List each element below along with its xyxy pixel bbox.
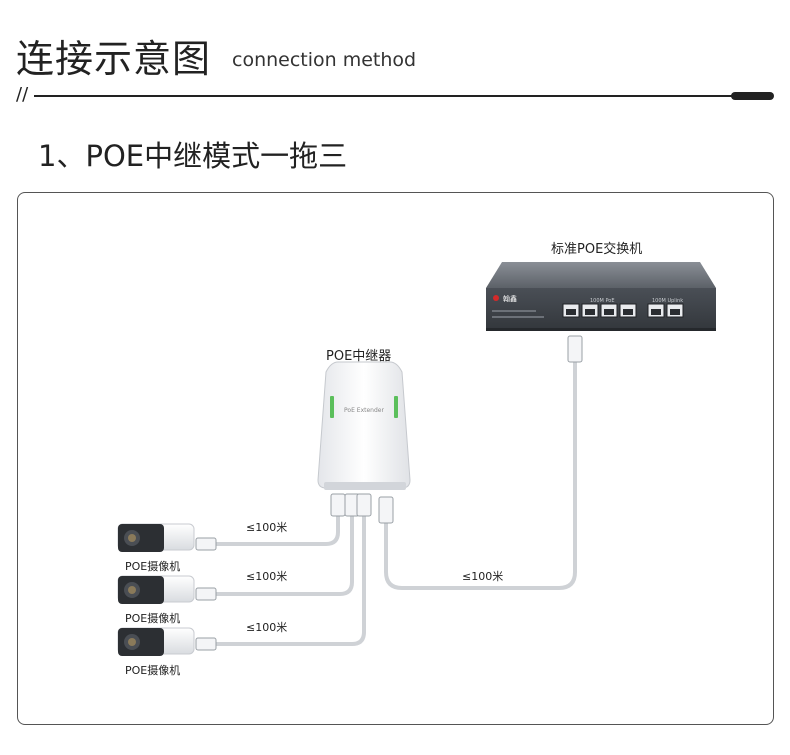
extender-face-text: PoE Extender [344,407,384,414]
camera-2-label: POE摄像机 [125,612,181,625]
cable-group [210,360,577,646]
camera-1-distance: ≤100米 [246,521,288,534]
camera-2-icon [117,575,195,604]
section-heading: 1、POE中继模式一拖三 [38,139,348,173]
page-subtitle: connection method [232,49,417,71]
camera-3-distance: ≤100米 [246,621,288,634]
camera-2-distance: ≤100米 [246,570,288,583]
extender-label: POE中继器 [326,349,392,364]
uplink-extender-plug [378,496,394,524]
camera-1-extender-plug [330,493,346,517]
camera-2-cable [210,510,354,596]
title-rule-end [731,92,774,100]
camera-3-cable [210,510,366,646]
poe-switch-icon: 翰鑫 100M PoE 100M Uplink [486,262,716,331]
uplink-switch-plug [567,335,583,363]
poe-extender-icon: PoE Extender [317,361,411,490]
uplink-cable [384,360,577,590]
camera-3-extender-plug [356,493,372,517]
camera-1-label: POE摄像机 [125,560,181,573]
camera-3-label: POE摄像机 [125,664,181,677]
rj45-connectors [195,335,583,651]
title-slash-mark: // [16,84,29,105]
title-rule [34,95,734,97]
page-title: 连接示意图 [16,37,212,81]
switch-uplink-group-label: 100M Uplink [652,298,683,304]
camera-1-plug [195,537,217,551]
uplink-distance: ≤100米 [462,570,504,583]
switch-poe-group-label: 100M PoE [590,298,615,304]
camera-3-icon [117,627,195,656]
camera-1-icon [117,523,195,552]
camera-2-plug [195,587,217,601]
switch-label: 标准POE交换机 [551,242,643,257]
camera-3-plug [195,637,217,651]
switch-brand: 翰鑫 [503,294,517,303]
camera-1-cable [210,510,340,546]
